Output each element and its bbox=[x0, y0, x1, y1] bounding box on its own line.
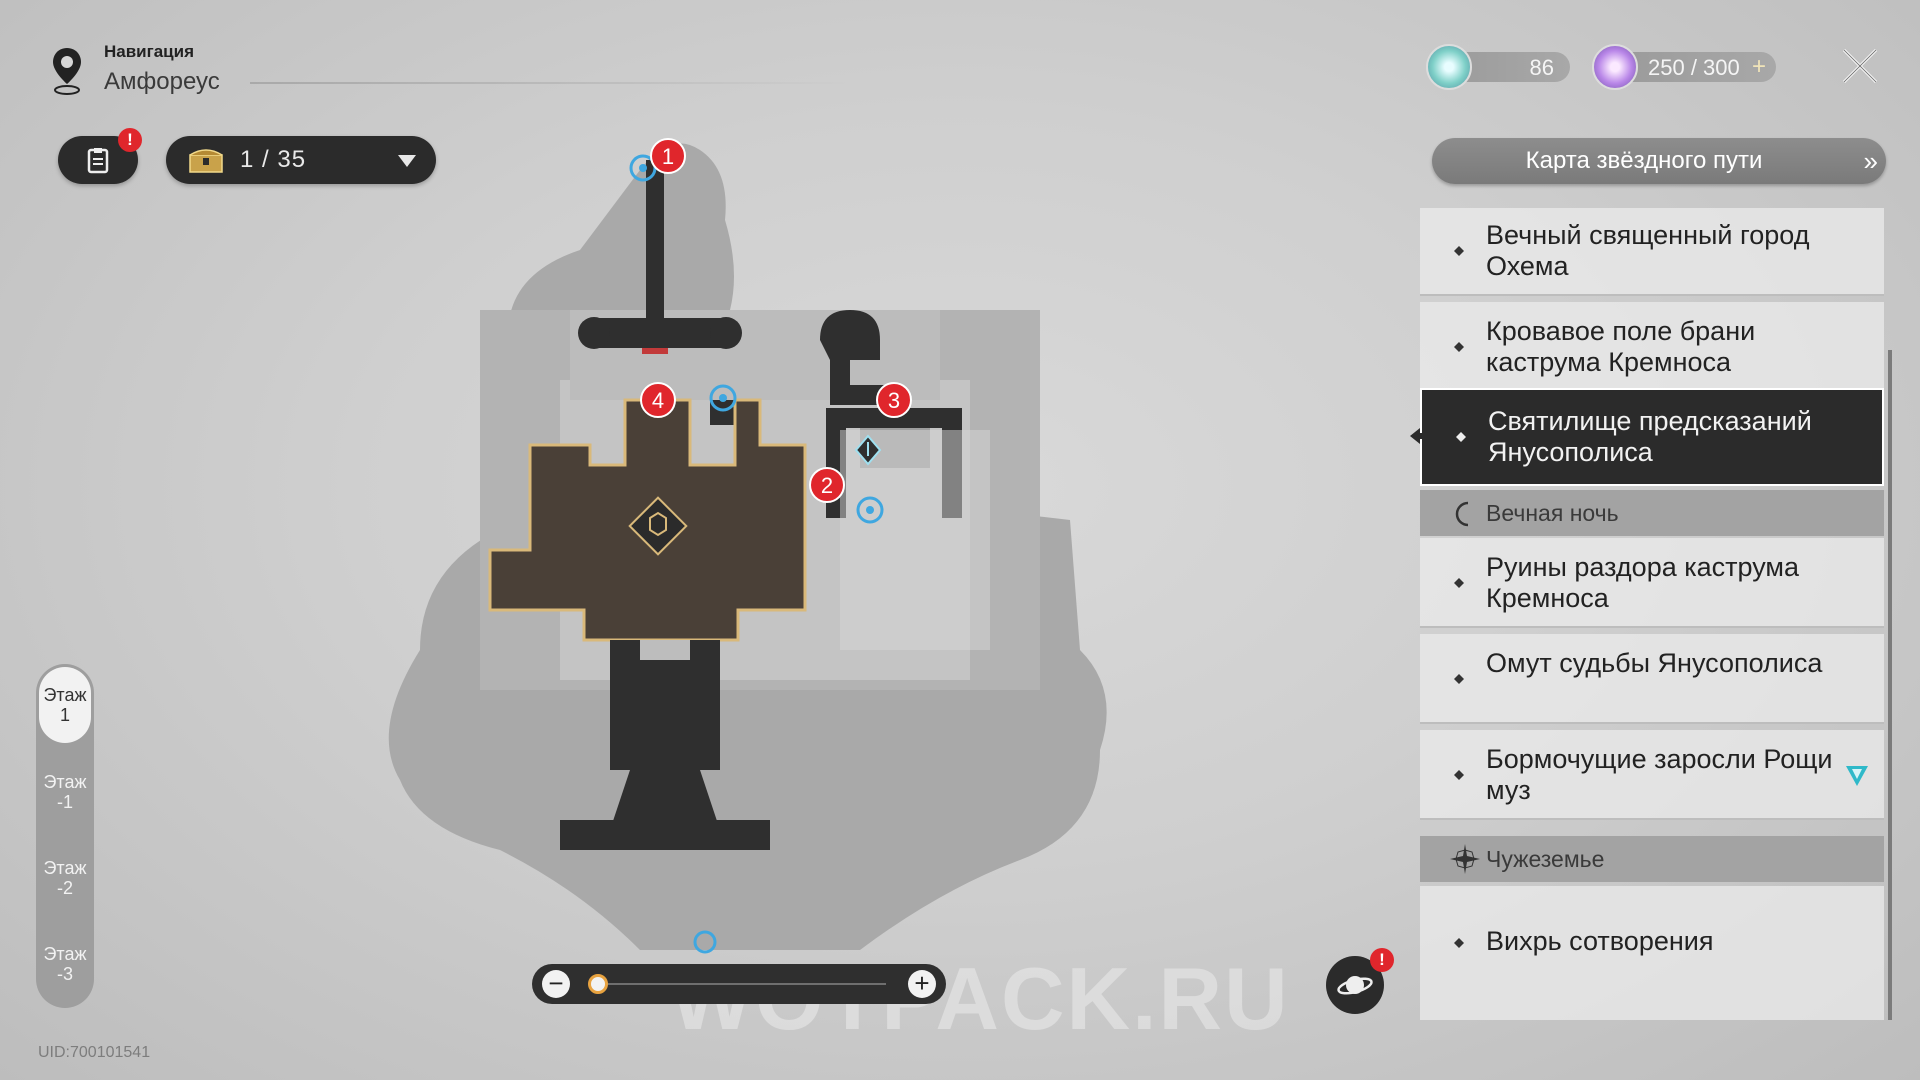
tasks-alert-badge: ! bbox=[118, 128, 142, 152]
close-icon[interactable] bbox=[1840, 46, 1880, 86]
diamond-icon bbox=[1454, 342, 1464, 352]
stellar-jade-value: 86 bbox=[1529, 55, 1554, 80]
moon-icon bbox=[1455, 501, 1469, 527]
list-item[interactable]: Руины раздора каструма Кремноса bbox=[1420, 538, 1884, 628]
teal-triangle-icon bbox=[1846, 766, 1868, 786]
chest-count: 1 / 35 bbox=[240, 146, 307, 173]
warp-point-icon bbox=[709, 384, 737, 412]
zoom-track[interactable] bbox=[592, 983, 886, 985]
chevron-down-icon bbox=[398, 155, 416, 167]
planet-alert-badge: ! bbox=[1370, 948, 1394, 972]
diamond-icon bbox=[1454, 578, 1464, 588]
current-location-name: Амфореус bbox=[104, 68, 220, 95]
zoom-out-button[interactable]: − bbox=[542, 970, 570, 998]
map-canvas[interactable]: 1 2 3 4 bbox=[380, 130, 1220, 1010]
diamond-icon bbox=[1454, 770, 1464, 780]
header-divider bbox=[250, 82, 850, 84]
list-scrollbar[interactable] bbox=[1888, 350, 1892, 1020]
treasure-chest-icon bbox=[189, 149, 223, 173]
warp-point-icon bbox=[856, 496, 884, 524]
star-burst-icon bbox=[1450, 844, 1480, 874]
list-item[interactable]: Бормочущие заросли Рощи муз bbox=[1420, 730, 1884, 820]
marker-3: 3 bbox=[876, 382, 912, 418]
list-item[interactable]: Омут судьбы Янусополиса bbox=[1420, 634, 1884, 724]
navigation-label: Навигация bbox=[104, 42, 194, 61]
location-list: Вечный священный город Охема Кровавое по… bbox=[1420, 208, 1886, 1020]
list-item[interactable]: Вечный священный город Охема bbox=[1420, 208, 1884, 296]
section-name: Чужеземье bbox=[1486, 846, 1605, 872]
list-item-selected[interactable]: Святилище предсказаний Янусополиса bbox=[1420, 388, 1884, 486]
stellar-jade-icon bbox=[1426, 44, 1472, 90]
trailblaze-power-icon bbox=[1592, 44, 1638, 90]
location-name: Вечный священный город Охема bbox=[1486, 220, 1810, 281]
diamond-icon bbox=[1454, 938, 1464, 948]
list-item[interactable]: Вихрь сотворения bbox=[1420, 886, 1884, 1020]
floor-minus-2-button[interactable]: Этаж -2 bbox=[43, 858, 87, 898]
treasure-chest-dropdown[interactable]: 1 / 35 bbox=[166, 136, 436, 184]
svg-text:3: 3 bbox=[888, 388, 900, 413]
planet-icon bbox=[1337, 976, 1373, 995]
svg-text:1: 1 bbox=[662, 144, 674, 169]
location-name: Вихрь сотворения bbox=[1486, 926, 1714, 956]
marker-1: 1 bbox=[650, 138, 686, 174]
warp-point-icon bbox=[693, 930, 717, 954]
marker-2: 2 bbox=[809, 467, 845, 503]
diamond-icon bbox=[1454, 674, 1464, 684]
trailblaze-power-value: 250 / 300 bbox=[1648, 55, 1740, 80]
zoom-slider[interactable]: − + bbox=[532, 964, 946, 1004]
location-name: Бормочущие заросли Рощи муз bbox=[1486, 744, 1833, 805]
star-rail-map-button[interactable]: Карта звёздного пути » bbox=[1432, 138, 1886, 184]
space-anchor-icon bbox=[854, 434, 882, 466]
floor-minus-1-button[interactable]: Этаж -1 bbox=[43, 772, 87, 812]
star-rail-map-label: Карта звёздного пути bbox=[1525, 147, 1763, 174]
selected-indicator-icon bbox=[1410, 428, 1432, 444]
zoom-handle[interactable] bbox=[588, 974, 608, 994]
location-name: Омут судьбы Янусополиса bbox=[1486, 648, 1823, 678]
location-name: Руины раздора каструма Кремноса bbox=[1486, 552, 1800, 613]
svg-text:4: 4 bbox=[652, 388, 664, 413]
svg-text:2: 2 bbox=[821, 473, 833, 498]
marker-4: 4 bbox=[640, 382, 676, 418]
section-header-foreign-land: Чужеземье bbox=[1420, 836, 1884, 882]
floor-selector: Этаж 1 Этаж -1 Этаж -2 Этаж -3 bbox=[36, 664, 94, 1008]
uid-label: UID:700101541 bbox=[38, 1044, 151, 1061]
location-name: Святилище предсказаний Янусополиса bbox=[1488, 406, 1812, 467]
location-name: Кровавое поле брани каструма Кремноса bbox=[1486, 316, 1756, 377]
floor-1-button[interactable]: Этаж 1 bbox=[39, 667, 91, 743]
diamond-icon bbox=[1454, 246, 1464, 256]
list-item[interactable]: Кровавое поле брани каструма Кремноса bbox=[1420, 302, 1884, 392]
clipboard-icon bbox=[87, 148, 109, 174]
diamond-icon bbox=[1456, 432, 1466, 442]
central-landmark-icon bbox=[628, 496, 688, 556]
add-power-icon[interactable]: + bbox=[1751, 53, 1766, 80]
section-name: Вечная ночь bbox=[1486, 500, 1619, 526]
section-header-eternal-night: Вечная ночь bbox=[1420, 490, 1884, 536]
floor-minus-3-button[interactable]: Этаж -3 bbox=[43, 944, 87, 984]
location-pin-icon bbox=[53, 48, 81, 95]
double-chevron-right-icon: » bbox=[1863, 146, 1879, 176]
zoom-in-button[interactable]: + bbox=[908, 970, 936, 998]
